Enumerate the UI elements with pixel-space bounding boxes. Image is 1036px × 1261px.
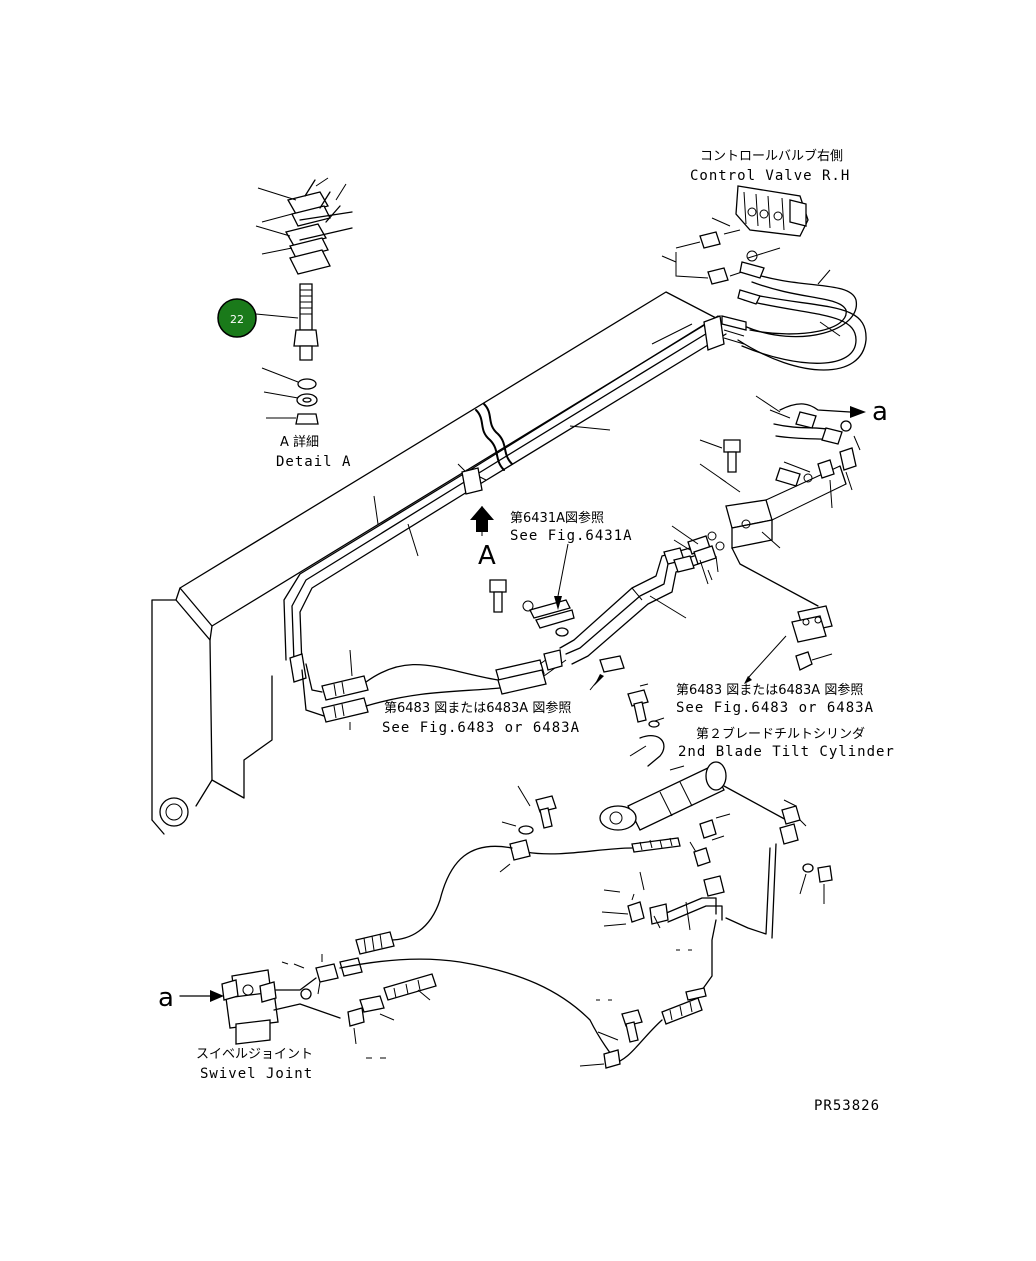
- upper-bolt: [501, 785, 557, 835]
- fig6483-left-label-en: See Fig.6483 or 6483A: [382, 720, 580, 736]
- fig6483-left-label-jp: 第6483 図または6483A 図参照: [384, 700, 571, 716]
- control-valve-label-en: Control Valve R.H: [690, 168, 850, 184]
- drawing-number: PR53826: [814, 1098, 880, 1114]
- fig6431-arrowhead: [554, 596, 562, 610]
- callout-22-marker[interactable]: [217, 298, 257, 338]
- fig6431-label-en: See Fig.6431A: [510, 528, 633, 544]
- center-pipes: [489, 547, 699, 665]
- fig6431-leader: [557, 543, 569, 597]
- frame-hoses: [289, 649, 625, 730]
- fig6483-right-label-jp: 第6483 図または6483A 図参照: [676, 682, 863, 698]
- connector-a-right-label: a: [872, 397, 888, 427]
- tilt-cylinder-label-en: 2nd Blade Tilt Cylinder: [678, 744, 895, 760]
- swivel-joint: [221, 961, 341, 1045]
- control-valve: [661, 185, 867, 371]
- view-a-arrow: A: [470, 506, 496, 571]
- hydraulic-pipes: [283, 315, 727, 667]
- control-valve-label-jp: コントロールバルブ右側: [700, 148, 843, 164]
- right-bracket: [744, 605, 833, 684]
- callout-22[interactable]: 22: [217, 298, 257, 338]
- connector-a-left: a: [158, 983, 224, 1013]
- connector-a-left-label: a: [158, 983, 174, 1013]
- long-hoses: [315, 845, 717, 1069]
- detail-a-title-en: Detail A: [276, 454, 351, 470]
- fig6431-label-jp: 第6431A図参照: [510, 510, 604, 526]
- tilt-cylinder-label-jp: 第２ブレードチルトシリンダ: [696, 726, 865, 742]
- detail-a-title-jp: A 詳細: [280, 434, 319, 450]
- detail-a-assembly: [255, 177, 353, 425]
- callout-22-label: 22: [230, 313, 244, 326]
- tilt-cylinder: [499, 683, 833, 951]
- main-frame: [151, 291, 717, 835]
- fig6483-right-label-en: See Fig.6483 or 6483A: [676, 700, 874, 716]
- valve-block: [671, 439, 857, 607]
- swivel-joint-label-jp: スイベルジョイント: [196, 1047, 313, 1062]
- view-a-label: A: [478, 541, 496, 571]
- connector-a-right: a: [755, 395, 888, 451]
- swivel-joint-label-en: Swivel Joint: [200, 1066, 313, 1082]
